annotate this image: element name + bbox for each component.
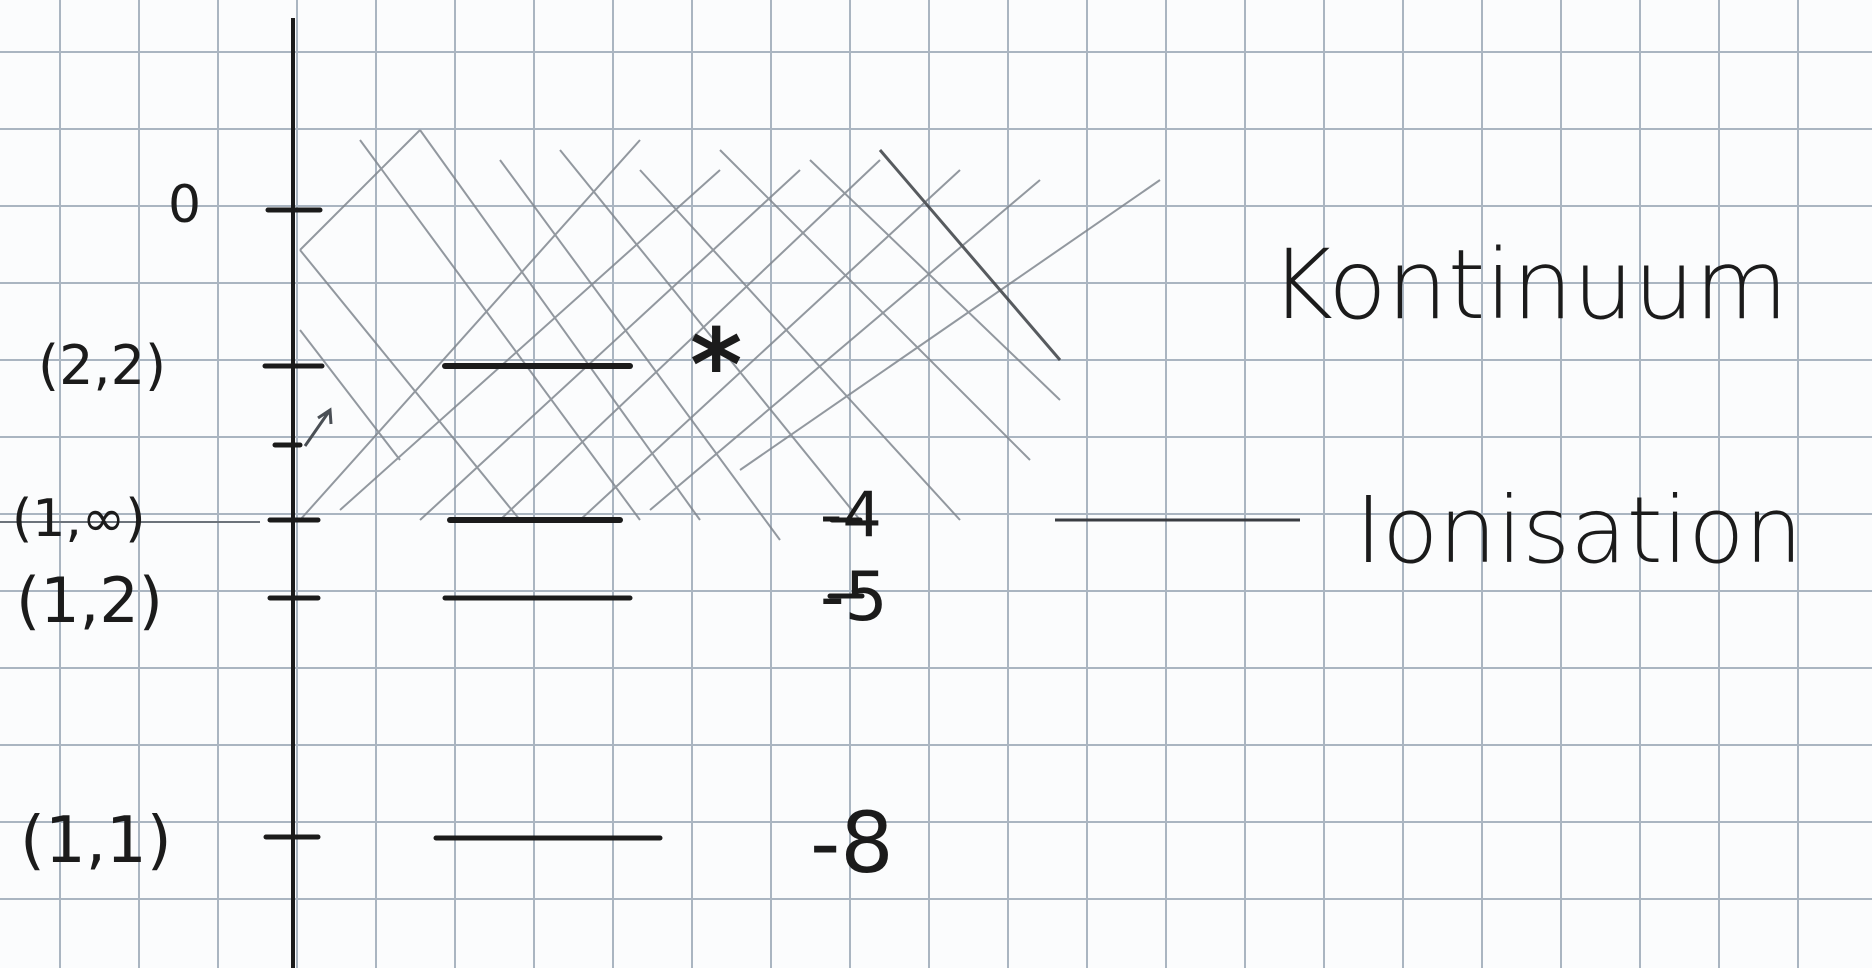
energy-value-minus-4: -4 bbox=[820, 478, 882, 551]
energy-level-lines bbox=[433, 363, 663, 841]
level-label-2-2: (2,2) bbox=[38, 334, 166, 397]
level-label-1-2: (1,2) bbox=[16, 564, 163, 637]
arrow-icon bbox=[303, 407, 333, 447]
ionization-label: Ionisation bbox=[1355, 477, 1803, 584]
continuum-label: Kontinuum bbox=[1270, 229, 1788, 341]
level-label-1-inf: (1,∞) bbox=[12, 489, 146, 549]
axis-ticks bbox=[262, 207, 325, 840]
continuum-hatching bbox=[299, 129, 1161, 541]
level-label-1-1: (1,1) bbox=[20, 804, 172, 878]
energy-value-dashes bbox=[827, 517, 865, 599]
energy-value-minus-5: -5 bbox=[820, 558, 888, 637]
level-label-zero: 0 bbox=[168, 175, 201, 235]
star-marker: * bbox=[690, 307, 742, 424]
energy-value-minus-8: -8 bbox=[810, 794, 894, 892]
